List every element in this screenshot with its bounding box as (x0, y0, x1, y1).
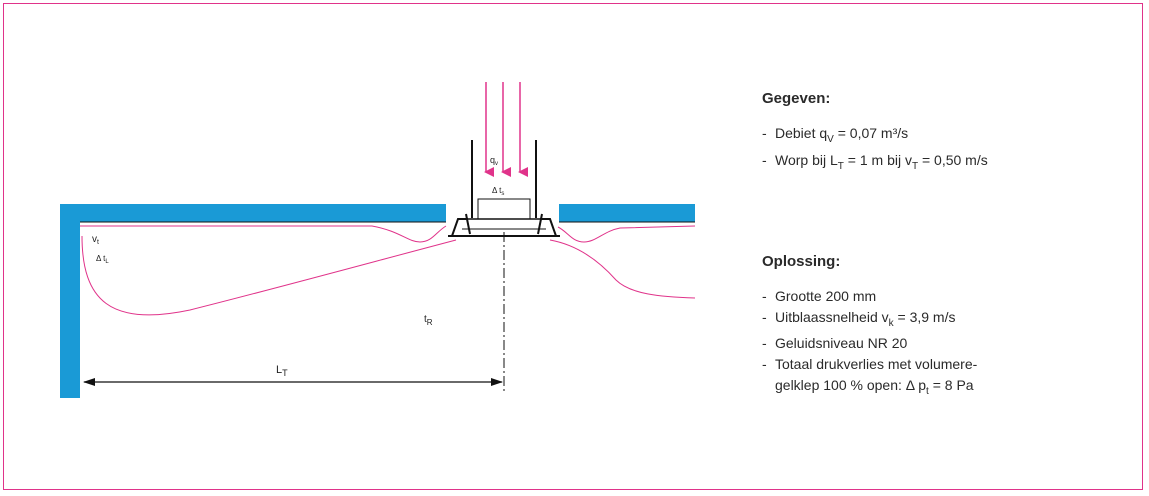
jet-right-envelope (549, 239, 696, 299)
label-lt: LT (276, 364, 288, 378)
oplossing-item-grootte: Grootte 200 mm (762, 286, 1132, 307)
label-qv: qv (490, 155, 498, 167)
oplossing-item-drukverlies: Totaal drukverlies met volumere-gelklep … (762, 354, 1132, 402)
gegeven-item-debiet: Debiet qV = 0,07 m³/s (762, 123, 1132, 150)
oplossing-item-uitblaassnelheid: Uitblaassnelheid vk = 3,9 m/s (762, 307, 1132, 334)
diffuser (448, 198, 560, 237)
label-vt: vt (92, 234, 99, 246)
ceiling-right (559, 204, 695, 222)
jet-left-attached (80, 225, 447, 243)
ceiling-left (60, 204, 446, 398)
label-tr: tR (424, 314, 433, 327)
oplossing-list: Grootte 200 mm Uitblaassnelheid vk = 3,9… (762, 286, 1132, 403)
jet-right-attached (557, 225, 696, 243)
jet-left-envelope (81, 235, 457, 316)
label-delta-ts: Δ ts (492, 186, 504, 197)
label-delta-tl: Δ tL (96, 254, 109, 265)
gegeven-heading: Gegeven: (762, 90, 831, 107)
section-gegeven: Gegeven: Debiet qV = 0,07 m³/s Worp bij … (762, 88, 1132, 177)
oplossing-heading: Oplossing: (762, 252, 841, 270)
gegeven-item-worp: Worp bij LT = 1 m bij vT = 0,50 m/s (762, 150, 1132, 177)
oplossing-item-geluidsniveau: Geluidsniveau NR 20 (762, 333, 1132, 354)
text-panel: Gegeven: Debiet qV = 0,07 m³/s Worp bij … (762, 88, 1132, 402)
section-oplossing: Oplossing: Grootte 200 mm Uitblaassnelhe… (762, 251, 1132, 403)
gegeven-list: Debiet qV = 0,07 m³/s Worp bij LT = 1 m … (762, 123, 1132, 177)
page-frame (3, 3, 1143, 490)
